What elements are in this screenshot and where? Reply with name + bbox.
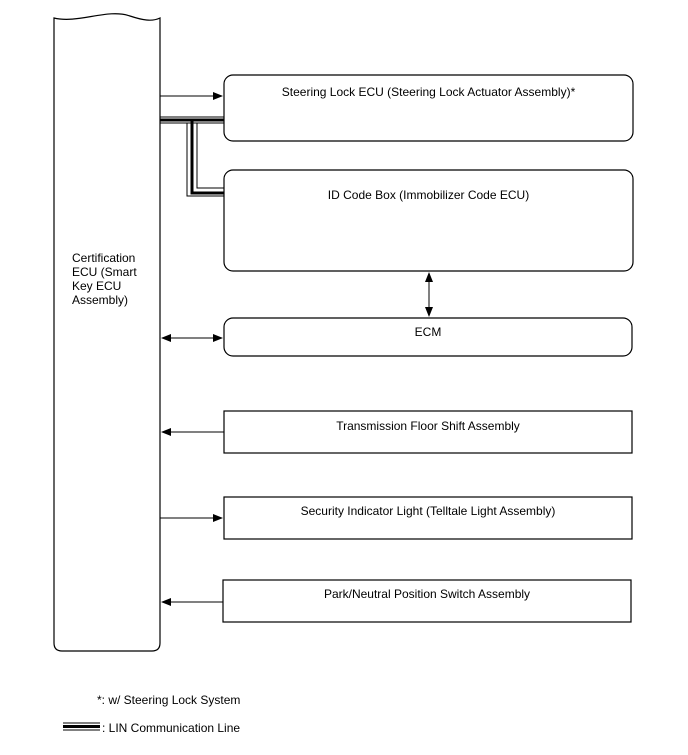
- transmission-floor-shift-box: [223, 410, 633, 454]
- certification-ecu-label: Certification ECU (Smart Key ECU Assembl…: [72, 251, 137, 307]
- lin-legend-symbol: [63, 722, 100, 731]
- lin-legend-label: : LIN Communication Line: [102, 721, 241, 735]
- steering-lock-footnote: *: w/ Steering Lock System: [97, 693, 241, 707]
- lin-line-id-code-box: [186, 120, 224, 197]
- ecm-label: ECM: [414, 325, 442, 339]
- certification-ecu-box: [53, 13, 161, 652]
- park-neutral-switch-label: Park/Neutral Position Switch Assembly: [323, 587, 531, 601]
- steering-lock-ecu-label: Steering Lock ECU (Steering Lock Actuato…: [281, 85, 576, 99]
- transmission-floor-shift-label: Transmission Floor Shift Assembly: [336, 419, 520, 433]
- id-code-box-box: [223, 169, 634, 272]
- id-code-box-label: ID Code Box (Immobilizer Code ECU): [327, 188, 530, 202]
- security-indicator-label: Security Indicator Light (Telltale Light…: [300, 504, 556, 518]
- ecm-box: [223, 317, 633, 357]
- park-neutral-switch-box: [222, 579, 632, 623]
- security-indicator-box: [223, 496, 633, 540]
- steering-lock-ecu-box: [223, 74, 634, 142]
